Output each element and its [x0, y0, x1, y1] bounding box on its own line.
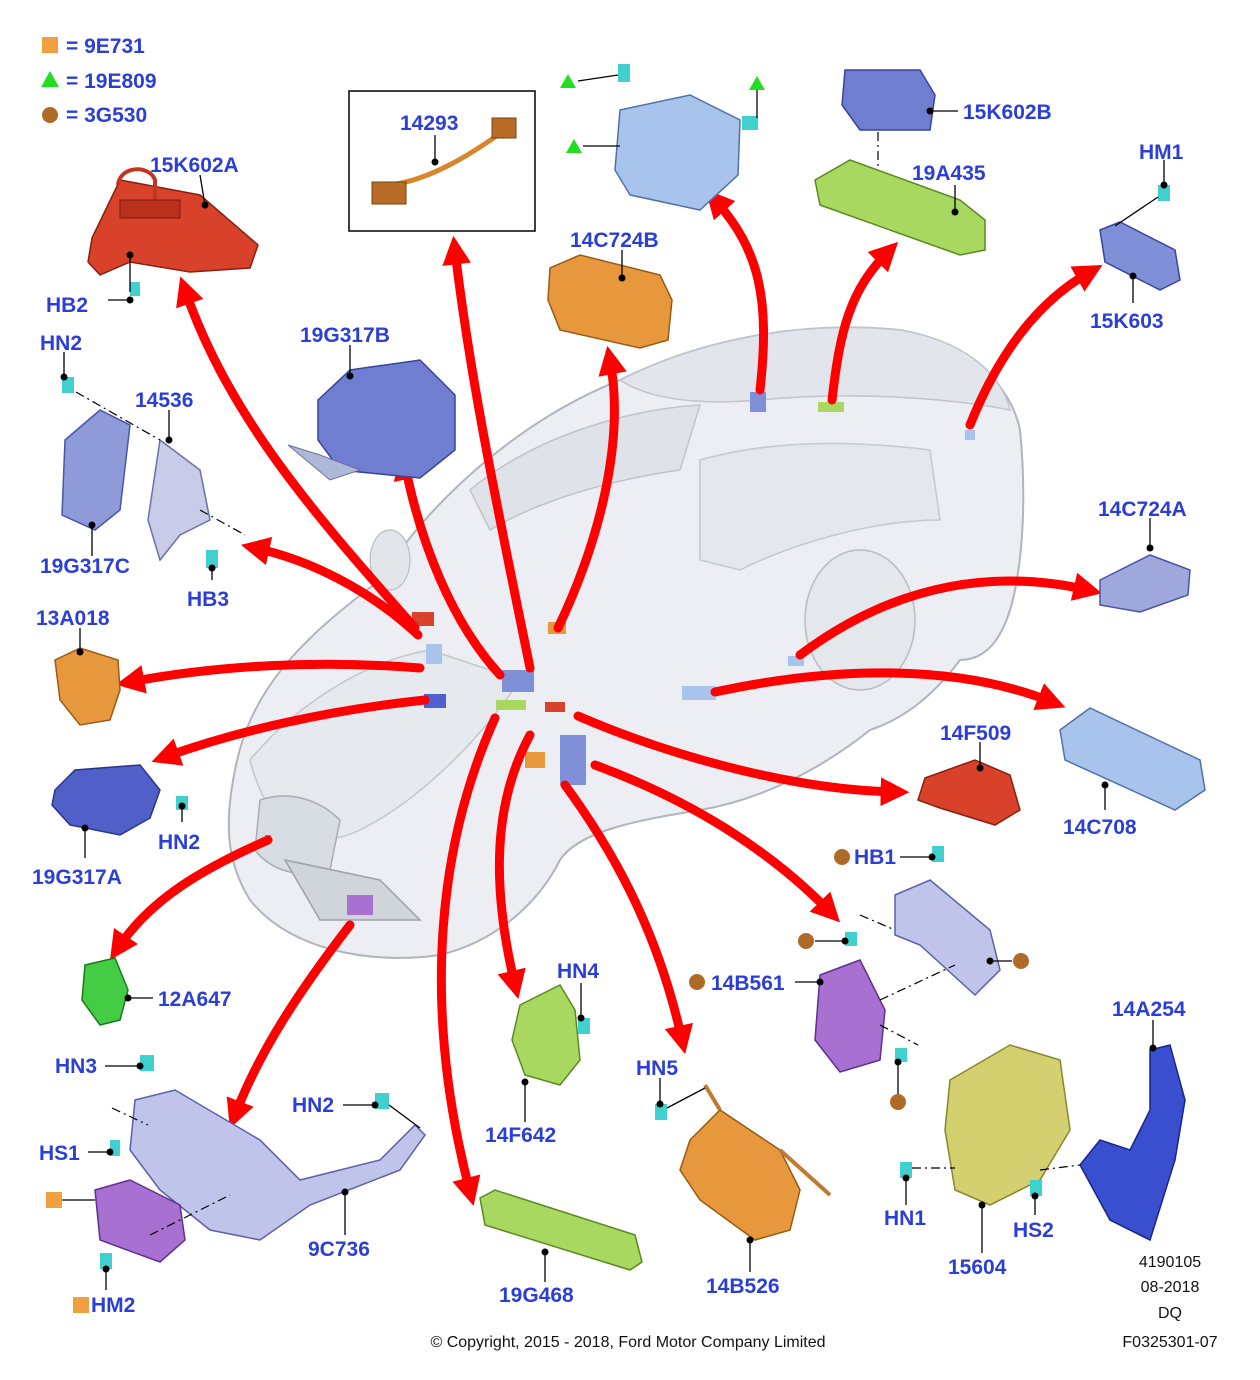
- legend-3g530: = 3G530: [66, 104, 147, 127]
- part-19g317a-illustration: [51, 764, 188, 836]
- square-icon: [73, 1297, 89, 1313]
- label-14c724b: 14C724B: [570, 229, 659, 252]
- part-12a647-illustration: [81, 957, 129, 1026]
- label-hn3: HN3: [55, 1055, 97, 1078]
- label-12a647: 12A647: [158, 988, 232, 1011]
- label-19g317a: 19G317A: [32, 866, 122, 889]
- part-light-blue-module: [560, 64, 765, 211]
- callout-arrows: [110, 189, 1103, 1206]
- label-9c736: 9C736: [308, 1238, 370, 1261]
- label-hn1: HN1: [884, 1207, 926, 1230]
- circle-icon: [798, 933, 814, 949]
- triangle-icon: [560, 74, 576, 88]
- label-13a018: 13A018: [36, 607, 110, 630]
- legend-circle-icon: [42, 107, 58, 123]
- part-14a254-illustration: [1079, 1044, 1186, 1242]
- part-14c724a-illustration: [1099, 554, 1191, 613]
- square-icon: [46, 1192, 62, 1208]
- leader-lines: [60, 107, 1168, 1290]
- label-14a254: 14A254: [1112, 998, 1186, 1021]
- label-hb3: HB3: [187, 588, 229, 611]
- part-19g468-illustration: [479, 1189, 643, 1271]
- label-14536: 14536: [135, 389, 193, 412]
- part-19g317c-illustration: [61, 377, 246, 568]
- part-14b526-illustration: [655, 1083, 832, 1241]
- label-hs1: HS1: [39, 1142, 80, 1165]
- part-14f642-illustration: [511, 984, 590, 1086]
- label-hn2-lower: HN2: [292, 1094, 334, 1117]
- part-hm2-module: [46, 1179, 231, 1313]
- part-14f509-illustration: [917, 759, 1021, 826]
- label-hn2-upper: HN2: [40, 332, 82, 355]
- footer: 4190105 08-2018 DQ © Copyright, 2015 - 2…: [430, 1254, 1217, 1351]
- label-15604: 15604: [948, 1256, 1007, 1279]
- label-14c724a: 14C724A: [1098, 498, 1187, 521]
- part-14c708-illustration: [1059, 707, 1206, 811]
- part-14c724b-illustration: [547, 254, 673, 349]
- circle-icon: [834, 849, 850, 865]
- legend: = 9E731 = 19E809 = 3G530: [41, 35, 157, 127]
- circle-icon: [1013, 953, 1029, 969]
- part-19g317b-illustration: [287, 359, 456, 481]
- circle-icon: [689, 974, 705, 990]
- footer-author: DQ: [1158, 1305, 1182, 1322]
- label-14c708: 14C708: [1063, 816, 1137, 839]
- vehicle-mounted-parts: [265, 392, 975, 915]
- circle-icon: [890, 1094, 906, 1110]
- label-15k603: 15K603: [1090, 310, 1164, 333]
- label-hn5: HN5: [636, 1057, 678, 1080]
- label-19g468: 19G468: [499, 1284, 574, 1307]
- footer-date: 08-2018: [1141, 1279, 1200, 1296]
- part-19a435-illustration: [814, 159, 986, 256]
- label-15k602b: 15K602B: [963, 101, 1052, 124]
- label-19g317b: 19G317B: [300, 324, 390, 347]
- part-labels: 15K602A HB2 14293 14C724B 15K602B 19A435…: [32, 101, 1187, 1317]
- label-19g317c: 19G317C: [40, 555, 130, 578]
- part-15k602a-illustration: [87, 167, 259, 296]
- footer-copyright: © Copyright, 2015 - 2018, Ford Motor Com…: [430, 1334, 825, 1351]
- part-15604-illustration: [900, 1044, 1081, 1206]
- legend-triangle-icon: [41, 71, 59, 87]
- legend-19e809: = 19E809: [66, 70, 157, 93]
- label-hn2-mid: HN2: [158, 831, 200, 854]
- footer-figure-id: F0325301-07: [1122, 1334, 1217, 1351]
- footer-code: 4190105: [1139, 1254, 1201, 1271]
- label-14f642: 14F642: [485, 1124, 556, 1147]
- label-14b526: 14B526: [706, 1275, 780, 1298]
- triangle-icon: [566, 139, 582, 153]
- label-15k602a: 15K602A: [150, 154, 239, 177]
- label-14293: 14293: [400, 112, 458, 135]
- triangle-icon: [749, 76, 765, 90]
- legend-square-icon: [42, 37, 58, 53]
- part-13a018-illustration: [54, 647, 121, 726]
- legend-9e731: = 9E731: [66, 35, 145, 58]
- label-hm1: HM1: [1139, 141, 1184, 164]
- part-15k603-illustration: [1099, 185, 1181, 291]
- label-14f509: 14F509: [940, 722, 1011, 745]
- label-14b561: 14B561: [711, 972, 785, 995]
- label-hm2: HM2: [91, 1294, 135, 1317]
- part-15k602b-illustration: [841, 69, 936, 190]
- part-14293-box: [348, 90, 536, 232]
- label-hb1: HB1: [854, 846, 896, 869]
- label-hb2: HB2: [46, 294, 88, 317]
- label-hn4: HN4: [557, 960, 599, 983]
- part-9c736-illustration: [110, 1055, 426, 1241]
- label-hs2: HS2: [1013, 1219, 1054, 1242]
- label-19a435: 19A435: [912, 162, 986, 185]
- vehicle-body: [227, 326, 1025, 959]
